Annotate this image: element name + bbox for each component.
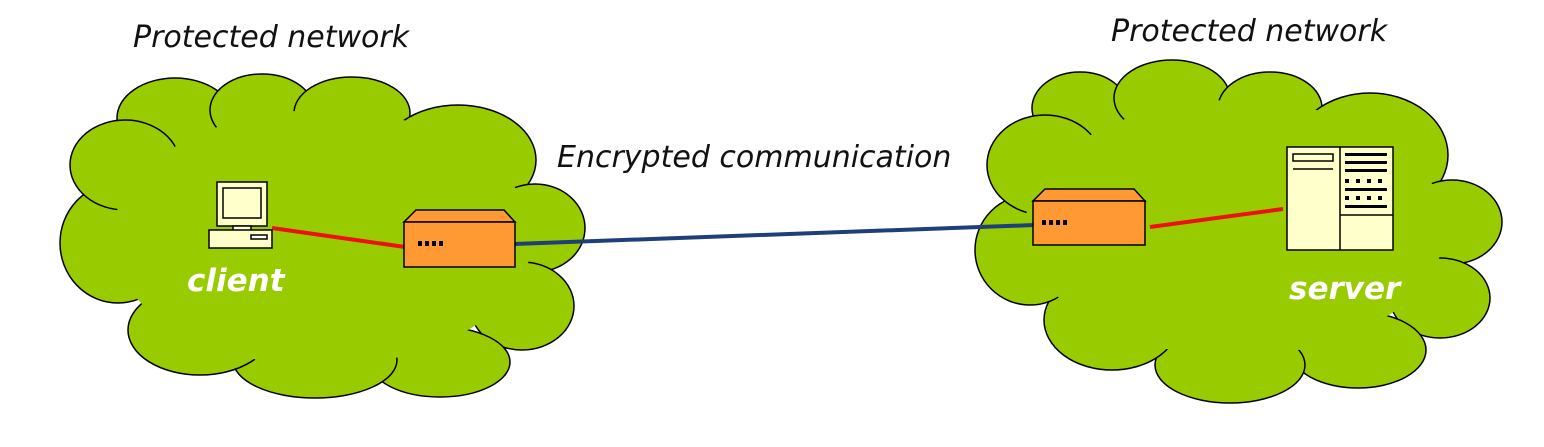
encrypted-link-label: Encrypted communication [557,140,952,175]
left-protected-network-cloud [59,73,586,399]
client-lan-link [271,226,406,249]
server-icon [1286,146,1394,251]
client-label: client [187,263,285,299]
server-label: server [1289,271,1401,307]
left-network-title: Protected network [133,20,410,55]
left-gateway-icon [402,209,517,268]
client-computer-icon [208,181,273,249]
right-network-title: Protected network [1111,14,1388,49]
encrypted-tunnel-link [513,223,1036,246]
right-gateway-icon [1031,188,1147,246]
server-lan-link [1149,207,1284,229]
